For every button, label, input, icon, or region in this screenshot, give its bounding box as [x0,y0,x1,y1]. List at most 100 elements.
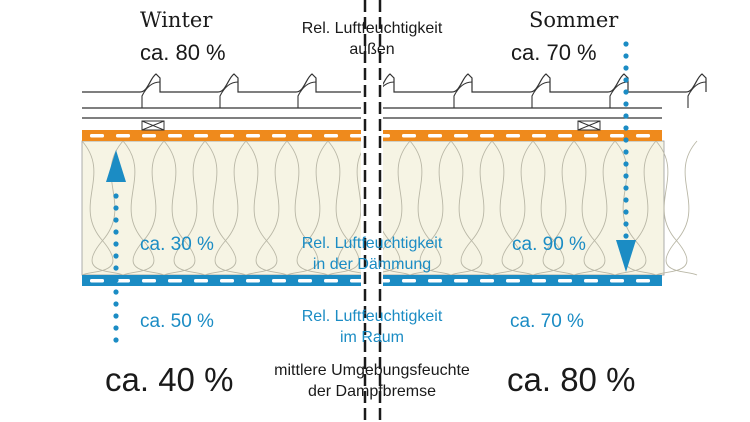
arrow-dot [113,241,119,247]
membrane-dash [610,279,624,283]
membrane-dash [90,134,104,138]
insulation-wave [214,140,247,276]
insulation-wave [624,140,657,276]
insulation-wave [81,140,114,276]
membrane-dash [246,279,260,283]
tile-edge [141,81,161,108]
arrow-dot [113,217,119,223]
membrane-dash [454,279,468,283]
insulation-wave [583,140,616,276]
center-label-ambient-line2: der Dampfbremse [307,383,437,400]
membrane-dash [558,279,572,283]
membrane-dash [506,279,520,283]
membrane-dash [558,134,572,138]
summer-room-humidity: ca. 70 % [510,311,584,332]
arrow-dot [113,289,119,295]
arrow-dot [113,205,119,211]
insulation-wave [337,140,370,276]
membrane-dash [584,134,598,138]
membrane-dash [428,134,442,138]
membrane-dash [168,279,182,283]
membrane-dash [454,134,468,138]
arrow-dot [113,313,119,319]
center-label-room: Rel. Luftfeuchtigkeit im Raum [262,306,482,348]
roof-tiles [82,73,707,119]
insulation-wave [491,140,524,276]
center-label-room-line2: im Raum [339,329,404,346]
membrane-dash [402,279,416,283]
insulation-wave [255,140,288,276]
membrane-dash [116,134,130,138]
membrane-dash [116,279,130,283]
membrane-dash [506,134,520,138]
membrane-dash [298,134,312,138]
insulation-wave [163,140,196,276]
summer-outside-humidity: ca. 70 % [511,40,597,65]
arrow-dot [623,173,629,179]
winter-room-humidity: ca. 50 % [140,311,214,332]
insulation-wave [419,140,452,276]
insulation-wave [460,140,493,276]
divider-line [363,0,382,422]
arrow-dot [113,301,119,307]
membrane-dash [532,134,546,138]
membrane-dash [480,134,494,138]
insulation-wave [204,140,237,276]
tile-edge [297,81,317,108]
arrow-dot [623,221,629,227]
membrane-dash [272,134,286,138]
insulation-wave [296,140,329,276]
divider-gap [361,60,383,300]
arrow-dot [623,89,629,95]
winter-outside-humidity: ca. 80 % [140,40,226,65]
summer-ambient-humidity: ca. 80 % [507,361,636,398]
insulation-waves [81,140,698,276]
membrane-dash [428,279,442,283]
arrow-dot [623,149,629,155]
membrane-dash [636,134,650,138]
insulation-wave [173,140,206,276]
insulation-wave [665,140,698,276]
membrane-dash [272,279,286,283]
membrane-dash [324,279,338,283]
vapour-barrier-dashes [90,279,650,283]
insulation-wave [655,140,688,276]
orange-membrane-dashes [90,134,650,138]
membrane-dash [532,279,546,283]
membrane-dash [480,279,494,283]
membrane-dash [246,134,260,138]
arrow-dot [113,229,119,235]
summer-insulation-humidity: ca. 90 % [512,234,586,255]
center-label-outside-line2: außen [349,41,395,58]
membrane-dash [636,279,650,283]
insulation-wave [132,140,165,276]
arrow-dot [113,337,119,343]
winter-arrow [106,150,126,343]
membrane-dash [324,134,338,138]
arrow-dot [623,65,629,71]
arrow-dot [623,101,629,107]
arrow-dot [623,161,629,167]
center-label-ambient-line1: mittlere Umgebungsfeuchte [274,362,470,379]
insulation-wave [614,140,647,276]
membrane-dash [142,279,156,283]
arrow-dot [623,209,629,215]
arrow-dot [623,77,629,83]
summer-title: Sommer [529,8,619,32]
arrow-dot [623,185,629,191]
center-label-room-line1: Rel. Luftfeuchtigkeit [301,308,443,325]
insulation-wave [122,140,155,276]
center-label-insulation-line1: Rel. Luftfeuchtigkeit [301,235,443,252]
insulation-wave [532,140,565,276]
arrow-dot [113,277,119,283]
winter-insulation-humidity: ca. 30 % [140,234,214,255]
arrow-dot [623,125,629,131]
center-label-insulation: Rel. Luftfeuchtigkeit in der Dämmung [262,233,482,275]
insulation-wave [245,140,278,276]
insulation-wave [450,140,483,276]
arrow-dot [623,113,629,119]
insulation-wave [327,140,360,276]
arrow-dot [113,325,119,331]
membrane-dash [90,279,104,283]
